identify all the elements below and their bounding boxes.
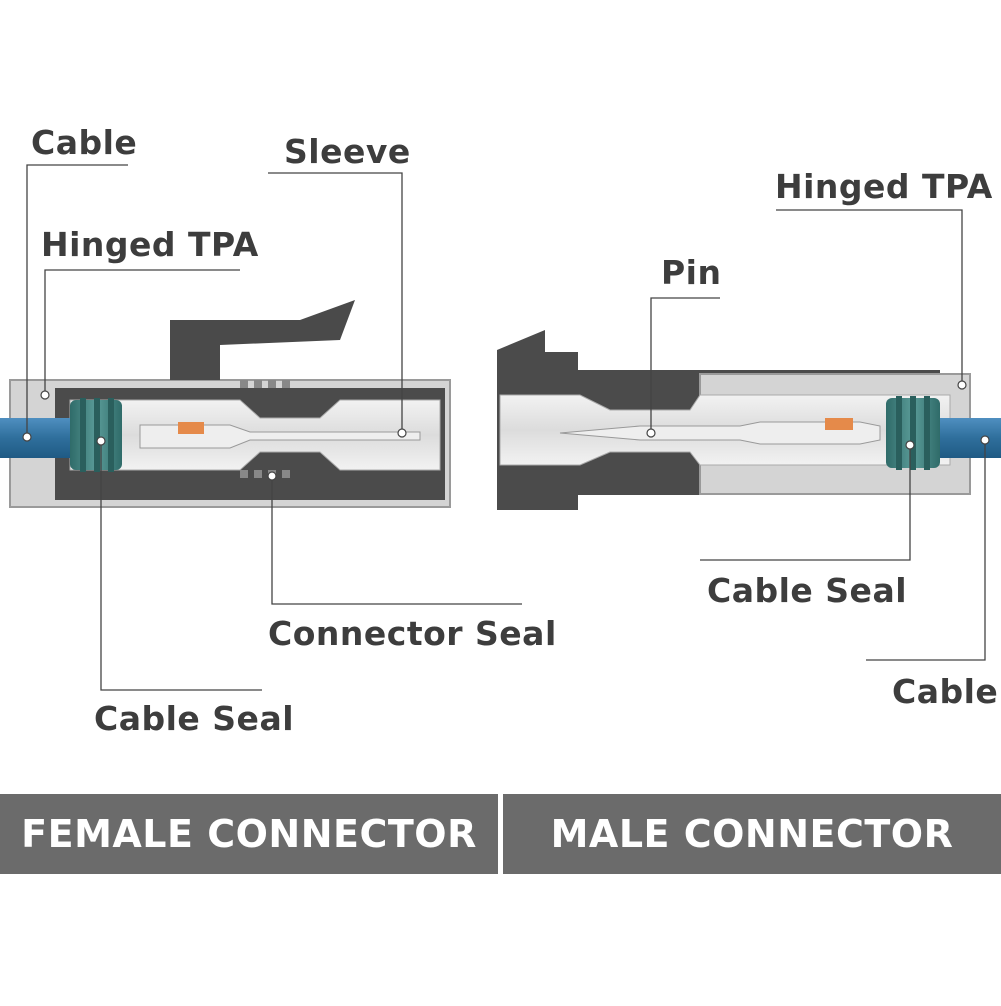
male-terminal-latch: [825, 418, 853, 430]
male-connector-banner: MALE CONNECTOR: [503, 794, 1001, 874]
leader-male-cable: [866, 440, 986, 661]
female-latch-arm: [170, 300, 355, 380]
leader-lines: [26, 164, 986, 691]
label-pin: Pin: [661, 253, 722, 292]
label-connector-seal: Connector Seal: [268, 614, 557, 653]
male-connector: [497, 330, 1001, 510]
leader-connector-seal: [271, 478, 522, 605]
label-female-hinged-tpa: Hinged TPA: [41, 225, 259, 264]
label-female-cable-seal: Cable Seal: [94, 699, 295, 738]
leader-pin: [650, 297, 720, 433]
leader-male-hinged-tpa: [776, 209, 963, 385]
female-connector-title: FEMALE CONNECTOR: [21, 812, 477, 856]
female-cable-seal: [70, 398, 122, 472]
leader-female-cable: [26, 164, 128, 437]
label-female-cable: Cable: [31, 123, 138, 162]
label-sleeve: Sleeve: [284, 132, 411, 171]
leader-male-cable-seal: [700, 445, 911, 561]
label-male-cable-seal: Cable Seal: [707, 571, 908, 610]
female-terminal-latch: [178, 422, 204, 434]
male-pin: [559, 421, 881, 445]
leader-female-cable-seal: [100, 443, 262, 691]
female-connector: [0, 300, 451, 508]
female-connector-banner: FEMALE CONNECTOR: [0, 794, 498, 874]
male-cable-seal: [886, 396, 940, 470]
leader-sleeve: [268, 172, 403, 433]
label-male-cable: Cable: [892, 672, 999, 711]
leader-dots: [22, 380, 990, 481]
leader-female-hinged-tpa: [44, 269, 240, 395]
female-terminal: [139, 424, 421, 449]
label-male-hinged-tpa: Hinged TPA: [775, 167, 993, 206]
male-connector-title: MALE CONNECTOR: [550, 812, 954, 856]
